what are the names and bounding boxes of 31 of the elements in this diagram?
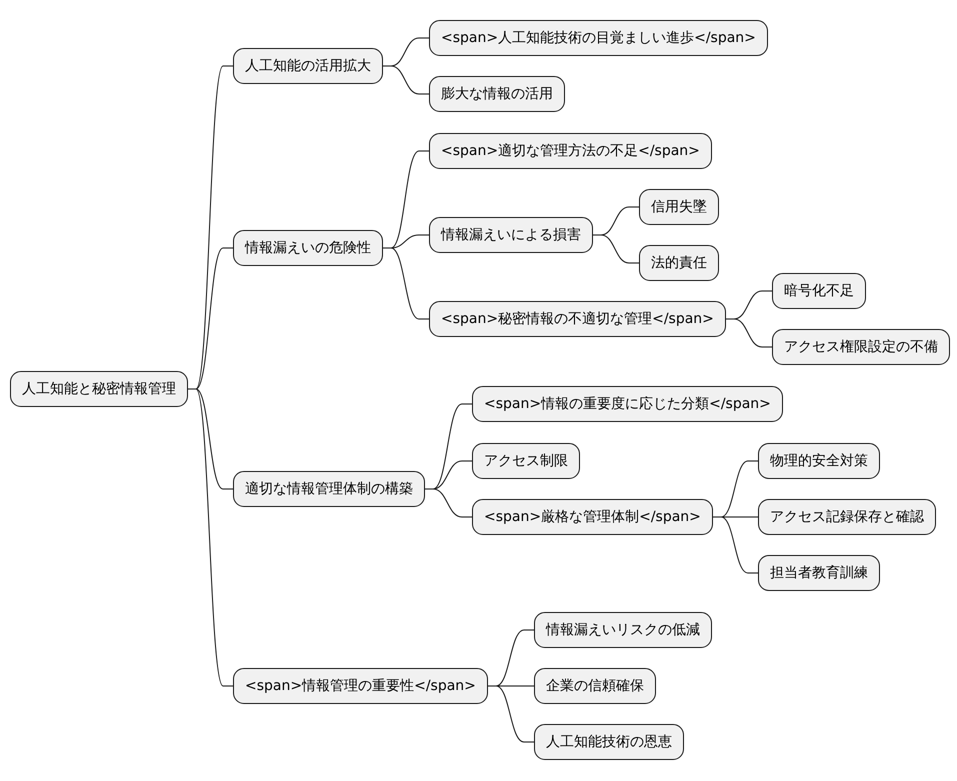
connector-line [424, 488, 472, 518]
topic-box: <span>適切な管理方法の不足</span> [429, 133, 712, 169]
connector-line [592, 234, 640, 264]
topic-box: <span>秘密情報の不適切な管理</span> [429, 301, 726, 337]
topic-box: <span>情報の重要度に応じた分類</span> [472, 386, 783, 422]
connector-line [726, 318, 772, 348]
topic-box: 担当者教育訓練 [758, 555, 880, 591]
topic-box: 情報漏えいの危険性 [233, 230, 383, 266]
topic-box: 信用失墜 [639, 189, 719, 225]
topic-box: 適切な情報管理体制の構築 [233, 471, 425, 507]
connector-line [382, 66, 430, 94]
topic-box: 暗号化不足 [772, 273, 866, 309]
connector-line [712, 516, 758, 574]
topic-box: アクセス記録保存と確認 [758, 499, 936, 535]
connector-line [188, 388, 234, 686]
topic-box: 法的責任 [639, 245, 719, 281]
topic-box: アクセス権限設定の不備 [772, 329, 950, 365]
topic-box: アクセス制限 [472, 443, 580, 479]
topic-box: 物理的安全対策 [758, 443, 880, 479]
topic-box: 情報漏えいリスクの低減 [534, 612, 712, 648]
topic-box: <span>情報管理の重要性</span> [233, 668, 488, 704]
connector-line [488, 686, 534, 742]
topic-box: 企業の信頼確保 [534, 668, 656, 704]
topic-box: 情報漏えいによる損害 [429, 217, 593, 253]
topic-box: 膨大な情報の活用 [429, 76, 565, 112]
topic-box: 人工知能技術の恩恵 [534, 724, 684, 760]
topic-box: <span>人工知能技術の目覚ましい進歩</span> [429, 20, 768, 56]
connector-line [382, 248, 430, 320]
topic-box: 人工知能の活用拡大 [233, 48, 383, 84]
root-topic-box: 人工知能と秘密情報管理 [10, 371, 188, 407]
topic-box: <span>厳格な管理体制</span> [472, 499, 713, 535]
